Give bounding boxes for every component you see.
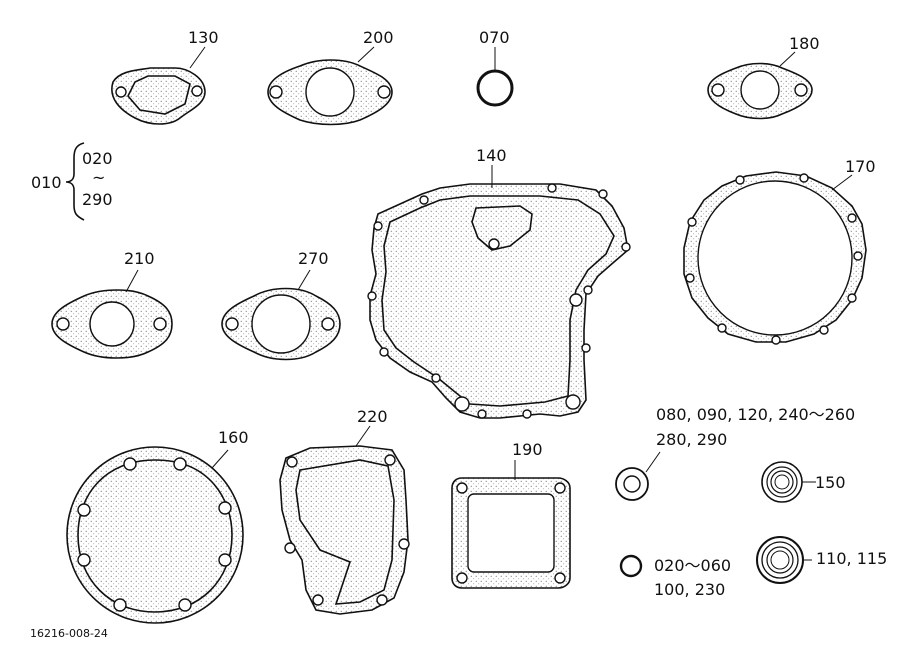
label-170: 170 — [845, 157, 876, 176]
label-190: 190 — [512, 440, 543, 459]
label-130: 130 — [188, 28, 219, 47]
gasket-140 — [367, 165, 631, 419]
group-bracket-010 — [65, 142, 85, 221]
label-tilde: ~ — [92, 168, 106, 187]
seal-washer-080-group — [615, 451, 661, 501]
label-220: 220 — [357, 407, 388, 426]
gasket-210 — [51, 269, 173, 359]
label-010: 010 — [31, 173, 62, 192]
gasket-130 — [111, 46, 206, 125]
label-200: 200 — [363, 28, 394, 47]
oring-020-060 — [619, 554, 643, 578]
label-180: 180 — [789, 34, 820, 53]
label-140: 140 — [476, 146, 507, 165]
oil-seal-110-115 — [756, 536, 812, 584]
label-270: 270 — [298, 249, 329, 268]
label-160: 160 — [218, 428, 249, 447]
label-group-b-line2: 100, 230 — [654, 580, 726, 599]
gasket-220 — [279, 425, 410, 615]
gasket-180 — [707, 51, 813, 120]
label-group-b-line1: 020～060 — [654, 556, 732, 575]
label-210: 210 — [124, 249, 155, 268]
label-group-a-line2: 280, 290 — [656, 430, 728, 449]
gasket-160 — [66, 446, 244, 624]
gasket-170 — [683, 171, 867, 345]
gasket-190 — [451, 460, 571, 589]
label-070: 070 — [479, 28, 510, 47]
diagram-code: 16216-008-24 — [30, 627, 108, 640]
oil-seal-150 — [761, 461, 816, 503]
label-020: 020 — [82, 149, 113, 168]
label-110-115: 110, 115 — [816, 549, 888, 568]
label-150: 150 — [815, 473, 846, 492]
oring-070 — [476, 47, 514, 107]
label-290: 290 — [82, 190, 113, 209]
label-group-a-line1: 080, 090, 120, 240～260 — [656, 405, 856, 424]
gasket-270 — [221, 269, 341, 361]
gasket-200 — [267, 46, 393, 126]
